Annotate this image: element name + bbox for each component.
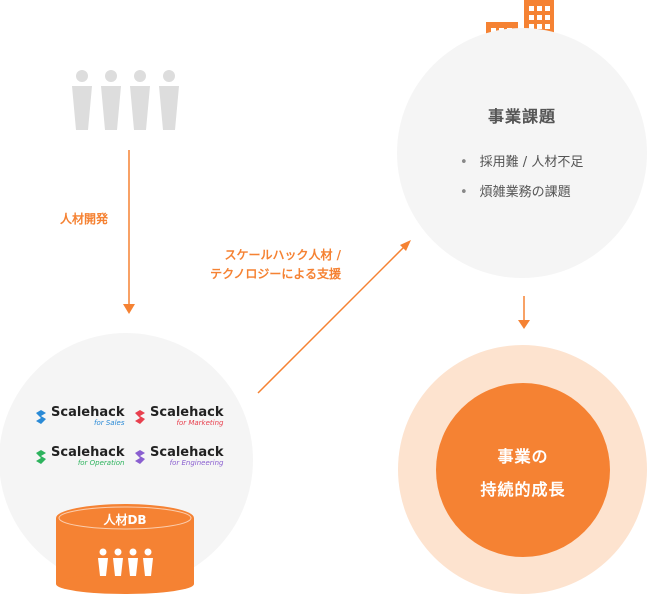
scalehack-engineering-icon	[135, 449, 145, 464]
growth-text-line2: 持続的成長	[480, 480, 566, 499]
support-arrow	[257, 240, 411, 394]
growth-text-line1: 事業の	[497, 447, 549, 466]
scalehack-operation-icon	[36, 449, 46, 464]
growth-inner-circle	[436, 383, 610, 557]
brand-engineering: Scalehack for Engineering	[133, 446, 224, 467]
brand-sales: Scalehack for Sales	[34, 406, 125, 427]
brand-operation: Scalehack for Operation	[34, 446, 125, 467]
scalehack-sales-icon	[36, 409, 46, 424]
development-arrow	[123, 150, 135, 314]
support-label-line1: スケールハック人材 /	[224, 248, 341, 262]
people-group-icon	[72, 70, 179, 130]
challenge-title: 事業課題	[487, 107, 556, 126]
challenge-item: 煩雑業務の課題	[460, 181, 571, 200]
challenge-item: 採用難 / 人材不足	[460, 151, 584, 170]
scalehack-marketing-icon	[135, 409, 145, 424]
development-label: 人材開発	[60, 212, 109, 226]
growth-arrow	[518, 296, 530, 329]
brand-marketing: Scalehack for Marketing	[133, 406, 224, 427]
database-icon	[56, 504, 194, 594]
database-label: 人材DB	[103, 513, 147, 527]
support-label-line2: テクノロジーによる支援	[210, 267, 341, 281]
